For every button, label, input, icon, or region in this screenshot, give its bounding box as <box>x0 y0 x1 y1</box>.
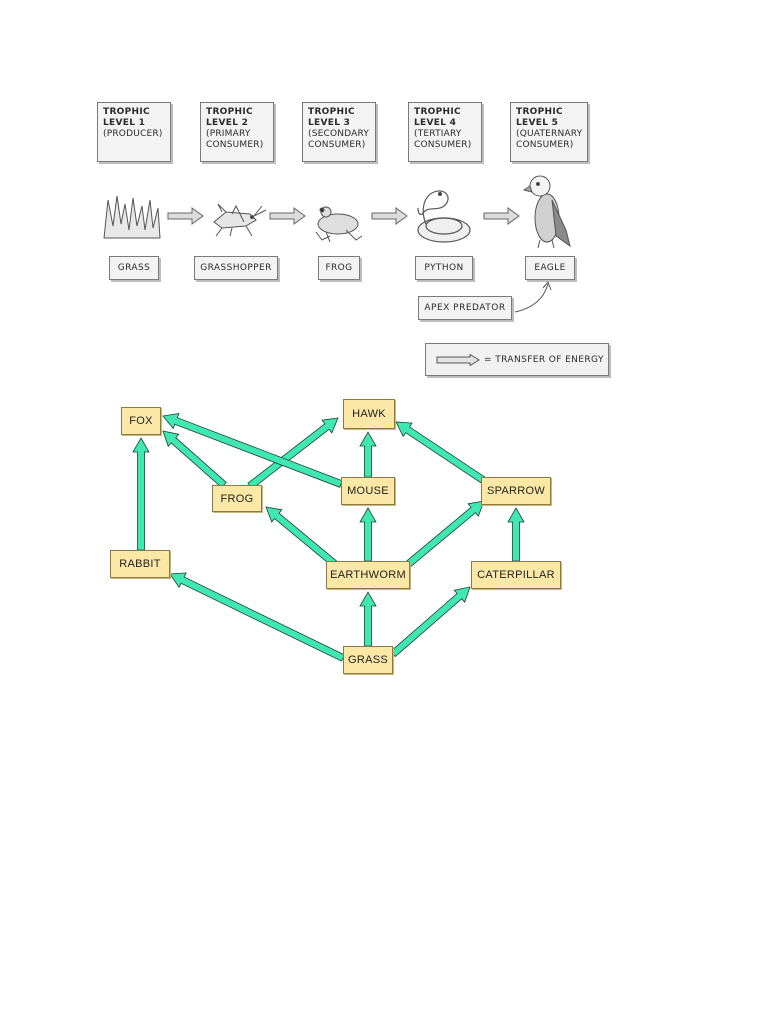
web-node-hawk: HAWK <box>343 399 395 429</box>
frog-drawing <box>315 206 363 243</box>
node-label: FROG <box>220 492 254 505</box>
node-label: EARTHWORM <box>330 569 406 581</box>
node-label: MOUSE <box>347 485 389 497</box>
arrow-rabbit-to-fox <box>132 437 150 551</box>
web-node-caterpillar: CATERPILLAR <box>471 561 561 589</box>
label-text: FROG <box>325 263 353 273</box>
arrow-mouse-to-hawk <box>359 431 377 478</box>
apex-predator-label: APEX PREDATOR <box>424 303 506 313</box>
level-number: LEVEL 3 <box>308 118 351 128</box>
label-text: EAGLE <box>534 263 566 273</box>
arrow-caterpillar-to-sparrow <box>507 507 525 562</box>
arrow-earthworm-to-frog <box>265 506 339 569</box>
key-arrow-icon <box>436 353 480 366</box>
web-node-fox: FOX <box>121 407 161 435</box>
level-title: TROPHIC <box>516 107 563 117</box>
level-role: (PRODUCER) <box>103 129 163 139</box>
food-chain-illustration <box>103 175 571 313</box>
label-text: GRASSHOPPER <box>200 263 272 273</box>
label-text: GRASS <box>117 263 151 273</box>
trophic-level-5-box: TROPHIC LEVEL 5 (QUATERNARY CONSUMER) <box>510 102 588 162</box>
level-role: (SECONDARY <box>308 129 370 139</box>
web-node-earthworm: EARTHWORM <box>326 561 410 589</box>
arrow-mouse-to-fox <box>162 412 343 488</box>
node-label: RABBIT <box>119 558 161 570</box>
web-node-sparrow: SPARROW <box>481 477 551 505</box>
level-number: LEVEL 2 <box>206 118 249 128</box>
node-label: HAWK <box>352 408 386 420</box>
level-title: TROPHIC <box>414 107 461 117</box>
trophic-level-3-box: TROPHIC LEVEL 3 (SECONDARY CONSUMER) <box>302 102 376 162</box>
level-role-2: CONSUMER) <box>516 140 574 150</box>
arrow-earthworm-to-sparrow <box>403 500 485 570</box>
web-node-frog: FROG <box>212 485 262 512</box>
trophic-level-2-box: TROPHIC LEVEL 2 (PRIMARY CONSUMER) <box>200 102 274 162</box>
level-role-2: CONSUMER) <box>308 140 366 150</box>
arrow-sparrow-to-hawk <box>395 421 489 486</box>
web-node-rabbit: RABBIT <box>110 550 170 578</box>
level-number: LEVEL 1 <box>103 118 146 128</box>
web-node-mouse: MOUSE <box>341 477 395 505</box>
arrow-earthworm-to-mouse <box>359 507 377 562</box>
web-node-grass: GRASS <box>343 646 393 674</box>
chain-label-python: PYTHON <box>415 256 473 280</box>
arrow-frog-to-fox <box>162 430 227 489</box>
arrow-grass-to-rabbit <box>169 572 346 662</box>
level-role-2: CONSUMER) <box>206 140 264 150</box>
level-role: (PRIMARY <box>206 129 251 139</box>
trophic-level-1-box: TROPHIC LEVEL 1 (PRODUCER) <box>97 102 171 162</box>
grass-drawing <box>103 195 161 239</box>
node-label: FOX <box>129 415 153 427</box>
arrow-grass-to-caterpillar <box>390 586 471 658</box>
node-label: GRASS <box>347 654 388 666</box>
level-number: LEVEL 5 <box>516 118 559 128</box>
chain-label-grasshopper: GRASSHOPPER <box>194 256 278 280</box>
apex-pointer-arrow <box>514 283 549 313</box>
key-label: = TRANSFER OF ENERGY <box>484 354 604 365</box>
level-role-2: CONSUMER) <box>414 140 472 150</box>
grasshopper-drawing <box>213 203 267 237</box>
level-title: TROPHIC <box>206 107 253 117</box>
chain-label-eagle: EAGLE <box>525 256 575 280</box>
chain-label-grass: GRASS <box>109 256 159 280</box>
level-title: TROPHIC <box>103 107 150 117</box>
energy-key: = TRANSFER OF ENERGY <box>425 343 609 376</box>
level-role: (TERTIARY <box>414 129 462 139</box>
chain-label-frog: FROG <box>318 256 360 280</box>
python-drawing <box>417 190 471 243</box>
eagle-drawing <box>522 175 571 249</box>
node-label: CATERPILLAR <box>477 569 555 581</box>
level-title: TROPHIC <box>308 107 355 117</box>
arrow-grass-to-earthworm <box>359 591 377 647</box>
chain-arrows <box>167 207 520 225</box>
arrow-frog-to-hawk <box>247 417 339 490</box>
apex-predator-tag: APEX PREDATOR <box>418 296 512 320</box>
label-text: PYTHON <box>424 263 464 273</box>
level-role: (QUATERNARY <box>516 129 583 139</box>
level-number: LEVEL 4 <box>414 118 457 128</box>
node-label: SPARROW <box>486 485 546 497</box>
trophic-level-4-box: TROPHIC LEVEL 4 (TERTIARY CONSUMER) <box>408 102 482 162</box>
